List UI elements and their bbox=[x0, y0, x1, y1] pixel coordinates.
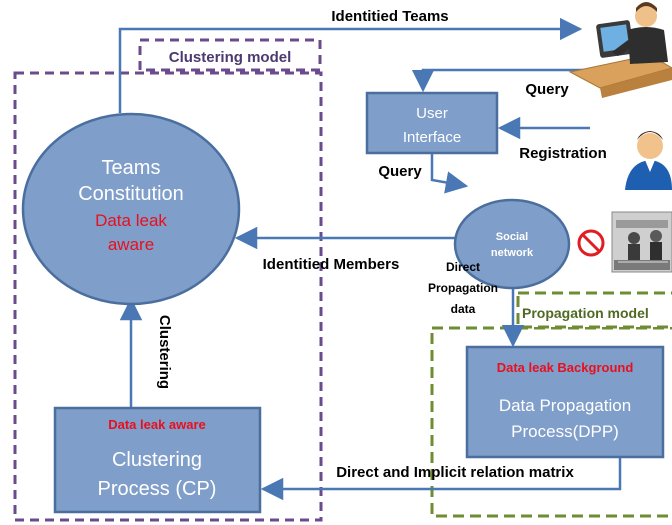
clustering-model-group: Clustering model bbox=[13, 38, 323, 522]
user-interface-line2: Interface bbox=[403, 129, 461, 146]
propagation-model-title: Propagation model bbox=[522, 305, 649, 321]
user-person-icon bbox=[625, 131, 672, 190]
clustering-model-tab bbox=[138, 38, 322, 72]
label-clustering: Clustering bbox=[156, 315, 173, 389]
label-direct-propagation-2: Propagation bbox=[428, 281, 498, 295]
propagation-model-tab bbox=[516, 291, 672, 329]
clustering-process-line2: Process (CP) bbox=[98, 478, 217, 500]
data-propagation-box bbox=[465, 345, 665, 459]
label-query-top: Query bbox=[525, 81, 569, 98]
user-interface-box bbox=[365, 91, 499, 155]
arrow-relation-matrix bbox=[260, 457, 622, 501]
teams-constitution-line2: Constitution bbox=[78, 183, 184, 205]
teams-constitution-ellipse bbox=[21, 112, 241, 306]
user-interface-line1: User bbox=[416, 105, 448, 122]
prohibited-icon bbox=[577, 229, 605, 257]
label-direct-propagation-1: Direct bbox=[446, 260, 480, 274]
label-direct-propagation-3: data bbox=[451, 302, 476, 316]
clustering-model-title: Clustering model bbox=[169, 49, 292, 66]
data-propagation-line1: Data Propagation bbox=[499, 396, 631, 415]
social-network-node: Social network bbox=[453, 198, 571, 290]
social-network-ellipse bbox=[453, 198, 571, 290]
teams-constitution-red-line2: aware bbox=[108, 235, 154, 254]
propagation-model-border bbox=[430, 326, 672, 518]
arrow-query-top bbox=[411, 68, 590, 93]
label-identified-teams: Identitied Teams bbox=[331, 8, 448, 25]
arrow-query-mid bbox=[430, 153, 469, 194]
clustering-model-border bbox=[13, 71, 323, 522]
user-interface-node: User Interface bbox=[365, 91, 499, 155]
teams-constitution-red-line1: Data leak bbox=[95, 211, 167, 230]
clustering-process-node: Data leak aware Clustering Process (CP) bbox=[53, 406, 262, 514]
social-network-line1: Social bbox=[496, 231, 528, 243]
social-network-line2: network bbox=[491, 247, 534, 259]
data-propagation-line2: Process(DPP) bbox=[511, 422, 619, 441]
clustering-process-box bbox=[53, 406, 262, 514]
edge-labels: Identitied Teams Query Registration Quer… bbox=[156, 8, 607, 481]
leak-photo-icon bbox=[611, 211, 672, 273]
teams-constitution-node: Teams Constitution Data leak aware bbox=[21, 112, 241, 306]
data-propagation-red-label: Data leak Background bbox=[497, 360, 634, 375]
clustering-process-line1: Clustering bbox=[112, 449, 202, 471]
label-query-mid: Query bbox=[378, 163, 422, 180]
label-registration: Registration bbox=[519, 145, 607, 162]
propagation-model-group: Propagation model bbox=[430, 291, 672, 518]
teams-constitution-line1: Teams bbox=[102, 157, 161, 179]
connectors bbox=[118, 17, 622, 501]
analyst-computer-icon bbox=[568, 2, 672, 98]
label-identified-members: Identitied Members bbox=[263, 256, 400, 273]
clustering-process-red-label: Data leak aware bbox=[108, 417, 206, 432]
label-relation-matrix: Direct and Implicit relation matrix bbox=[336, 464, 574, 481]
arrow-identified-teams bbox=[118, 17, 583, 113]
data-propagation-node: Data leak Background Data Propagation Pr… bbox=[465, 345, 665, 459]
